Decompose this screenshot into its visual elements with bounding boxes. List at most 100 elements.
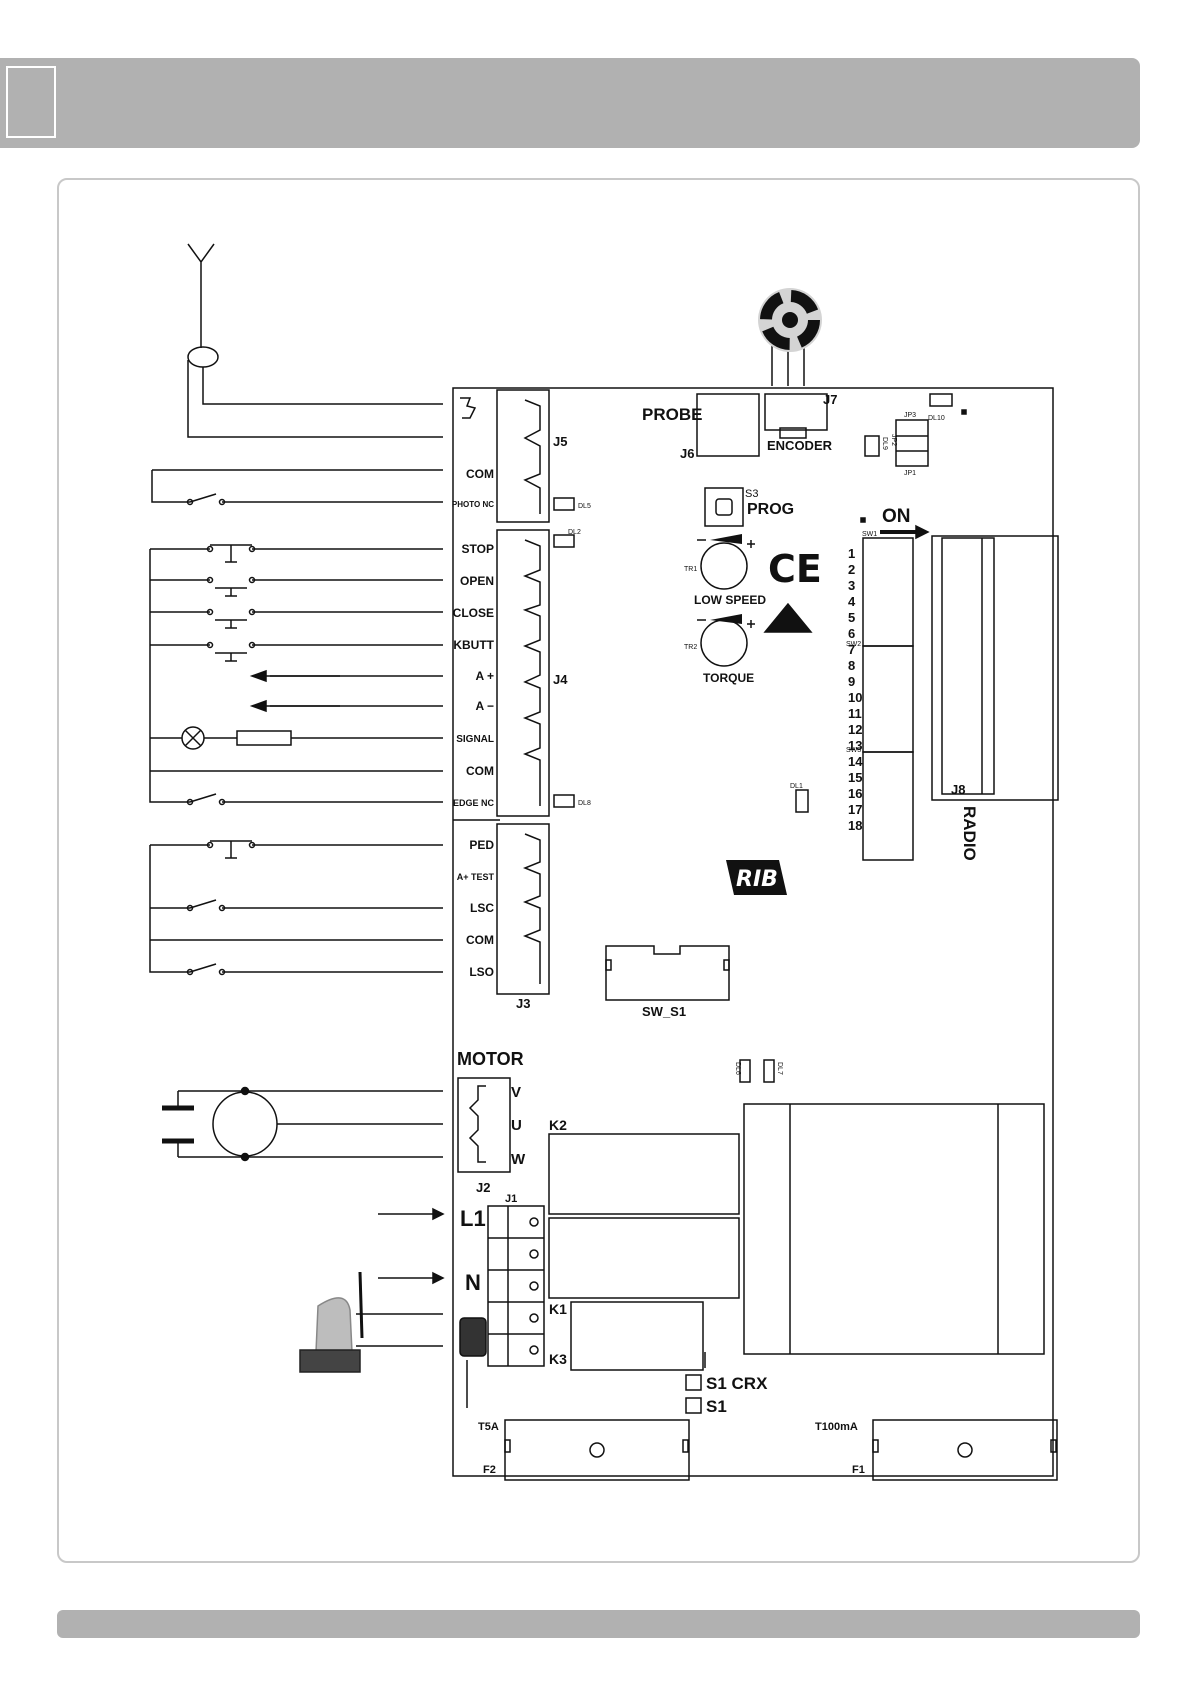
dip-number: 17 <box>848 802 862 817</box>
label-k2: K2 <box>549 1117 567 1133</box>
led-dl7 <box>763 1059 775 1083</box>
rib-logo-text: RIB <box>736 867 778 892</box>
label-j7: J7 <box>823 392 837 407</box>
label-n: N <box>465 1270 481 1295</box>
terminal-label: PHOTO NC <box>452 500 494 509</box>
label-radio: RADIO <box>960 806 979 861</box>
terminals-j3: PED A+ TEST LSC COM LSO <box>457 838 495 979</box>
label-k1: K1 <box>549 1301 567 1317</box>
dip-number: 18 <box>848 818 862 833</box>
dip-switch-sw2 <box>862 645 914 753</box>
dip-number: 5 <box>848 610 855 625</box>
dip-number: 1 <box>848 546 855 561</box>
fuse-f2 <box>504 1419 690 1481</box>
terminal-label: STOP <box>462 542 494 556</box>
terminals-j5: COM PHOTO NC <box>452 467 494 509</box>
dip-number: 4 <box>848 594 856 609</box>
label-motor: MOTOR <box>457 1049 524 1069</box>
ce-mark: CE <box>768 547 822 591</box>
terminal-label: A − <box>475 699 494 713</box>
radio-receiver-socket <box>931 535 1059 801</box>
dip-number: 8 <box>848 658 855 673</box>
label-jp3: JP3 <box>904 412 916 419</box>
terminal-label: EDGE NC <box>453 798 495 808</box>
label-sw2: SW2 <box>846 641 861 648</box>
label-t100ma: T100mA <box>815 1421 858 1433</box>
encoder-connector <box>764 393 828 431</box>
dip-number: 14 <box>848 754 863 769</box>
capacitor-icon <box>162 1105 194 1144</box>
resistor-icon <box>236 730 292 746</box>
label-f1: F1 <box>852 1464 865 1476</box>
label-sw-s1: SW_S1 <box>642 1004 686 1019</box>
sw-s1-connector <box>605 945 730 1001</box>
dip-number: 12 <box>848 722 862 737</box>
dip-number: 7 <box>848 642 855 657</box>
transformer <box>743 1103 1045 1355</box>
low-speed-trimmer <box>700 542 748 590</box>
label-on: ON <box>882 506 911 527</box>
terminal-label: SIGNAL <box>456 734 494 745</box>
dip-number: 10 <box>848 690 862 705</box>
terminal-label: COM <box>466 467 494 481</box>
terminal-label: COM <box>466 933 494 947</box>
terminal-label: OPEN <box>460 574 494 588</box>
antenna-terminal-icon <box>460 397 477 419</box>
label-low-speed: LOW SPEED <box>694 593 766 607</box>
dip-number: 3 <box>848 578 855 593</box>
label-w: W <box>511 1151 526 1168</box>
content-frame <box>57 178 1140 1563</box>
label-j4: J4 <box>553 672 568 687</box>
dip-number: 6 <box>848 626 855 641</box>
encoder-icon <box>758 288 822 352</box>
footer-bar <box>57 1610 1140 1638</box>
label-u: U <box>511 1117 522 1134</box>
rib-logo <box>726 860 787 895</box>
label-s3: S3 <box>745 488 758 500</box>
dip-number: 11 <box>848 706 862 721</box>
dip-switch-sw3 <box>862 751 914 861</box>
led-dl2 <box>553 534 575 548</box>
label-sw1: SW1 <box>862 531 877 538</box>
relay-k2 <box>548 1133 740 1215</box>
dip-number: 13 <box>848 738 862 753</box>
terminal-label: KBUTT <box>453 638 494 652</box>
led-dl6 <box>739 1059 751 1083</box>
accessory-arrows <box>249 669 340 713</box>
motor-icon <box>212 1091 278 1157</box>
label-dl9: DL9 <box>881 437 888 450</box>
label-dl6: DL6 <box>734 1062 741 1075</box>
terminal-label: A + <box>475 669 494 683</box>
label-t5a: T5A <box>478 1421 499 1433</box>
label-j5: J5 <box>553 434 567 449</box>
label-j6: J6 <box>680 446 694 461</box>
antenna-icon <box>187 243 215 348</box>
flashing-light-icon <box>315 1297 353 1353</box>
label-k3: K3 <box>549 1351 567 1367</box>
led-dl9 <box>864 435 880 457</box>
relay-k3 <box>570 1301 704 1371</box>
terminal-label: A+ TEST <box>457 872 495 882</box>
jumper-block <box>895 419 929 467</box>
label-dl1: DL1 <box>790 783 803 790</box>
label-torque: TORQUE <box>703 671 754 685</box>
header-page-marker <box>6 66 56 138</box>
dip-number: 15 <box>848 770 862 785</box>
terminal-label: COM <box>466 764 494 778</box>
label-dl8: DL8 <box>578 800 591 807</box>
label-encoder: ENCODER <box>767 438 833 453</box>
label-j3: J3 <box>516 996 530 1011</box>
esd-warning-icon <box>763 602 813 633</box>
label-tr1: TR1 <box>684 566 697 573</box>
terminal-label: PED <box>469 838 494 852</box>
terminal-label: LSC <box>470 901 494 915</box>
led-dl10 <box>929 393 953 407</box>
led-dl8 <box>553 794 575 808</box>
motor-connector <box>457 1077 511 1173</box>
coax-cable <box>187 346 219 368</box>
terminal-label: LSO <box>469 965 494 979</box>
led-dl5 <box>553 497 575 511</box>
probe-connector <box>696 393 760 457</box>
